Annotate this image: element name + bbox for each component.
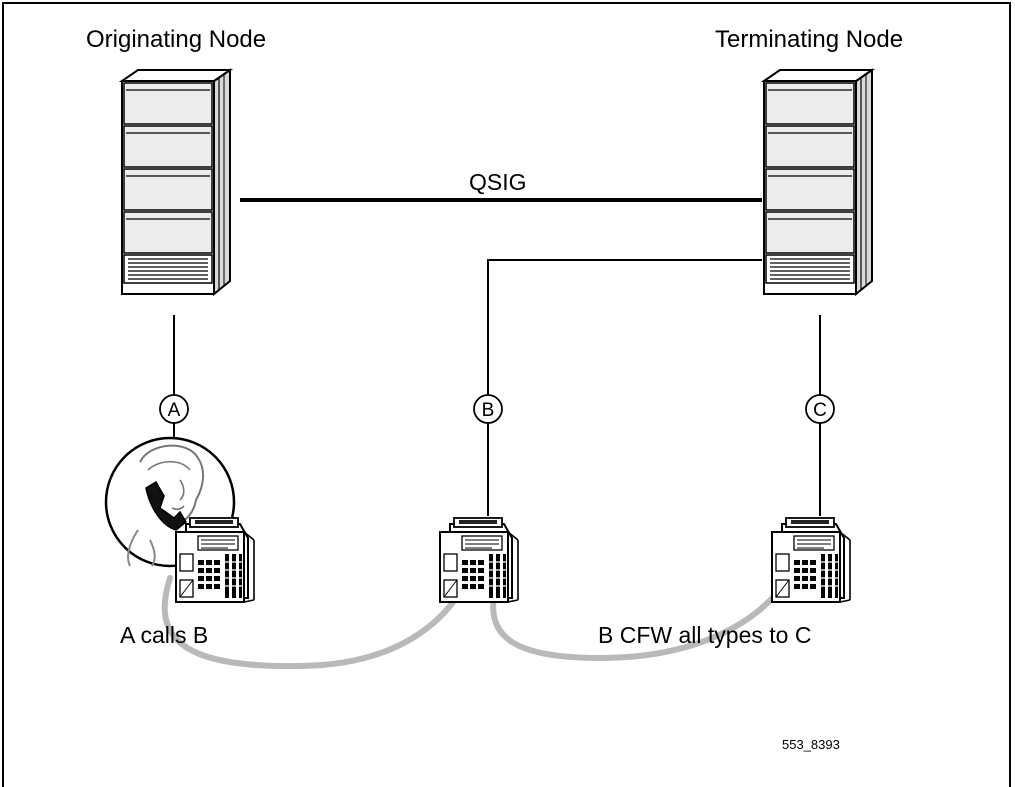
station-b-trunk-line	[487, 259, 762, 395]
phone-c	[771, 517, 851, 603]
terminating-node-title: Terminating Node	[715, 26, 904, 53]
station-a-marker	[159, 394, 189, 424]
station-c-label: C	[813, 400, 827, 421]
forward-path-b-to-c	[490, 579, 788, 662]
station-c-marker	[805, 394, 835, 424]
call-path-a-to-b	[161, 575, 468, 670]
originating-node-title: Originating Node	[86, 26, 267, 53]
phone-a	[175, 517, 255, 603]
station-b-label: B	[482, 400, 495, 421]
qsig-label: QSIG	[469, 169, 527, 195]
call-caption: A calls B	[120, 622, 209, 648]
station-a-label: A	[168, 400, 181, 421]
terminating-node-server	[763, 69, 873, 295]
station-b-marker	[473, 394, 503, 424]
originating-node-server	[121, 69, 231, 295]
figure-id: 553_8393	[782, 737, 840, 752]
forward-caption: B CFW all types to C	[598, 622, 812, 648]
phone-b	[439, 517, 519, 603]
